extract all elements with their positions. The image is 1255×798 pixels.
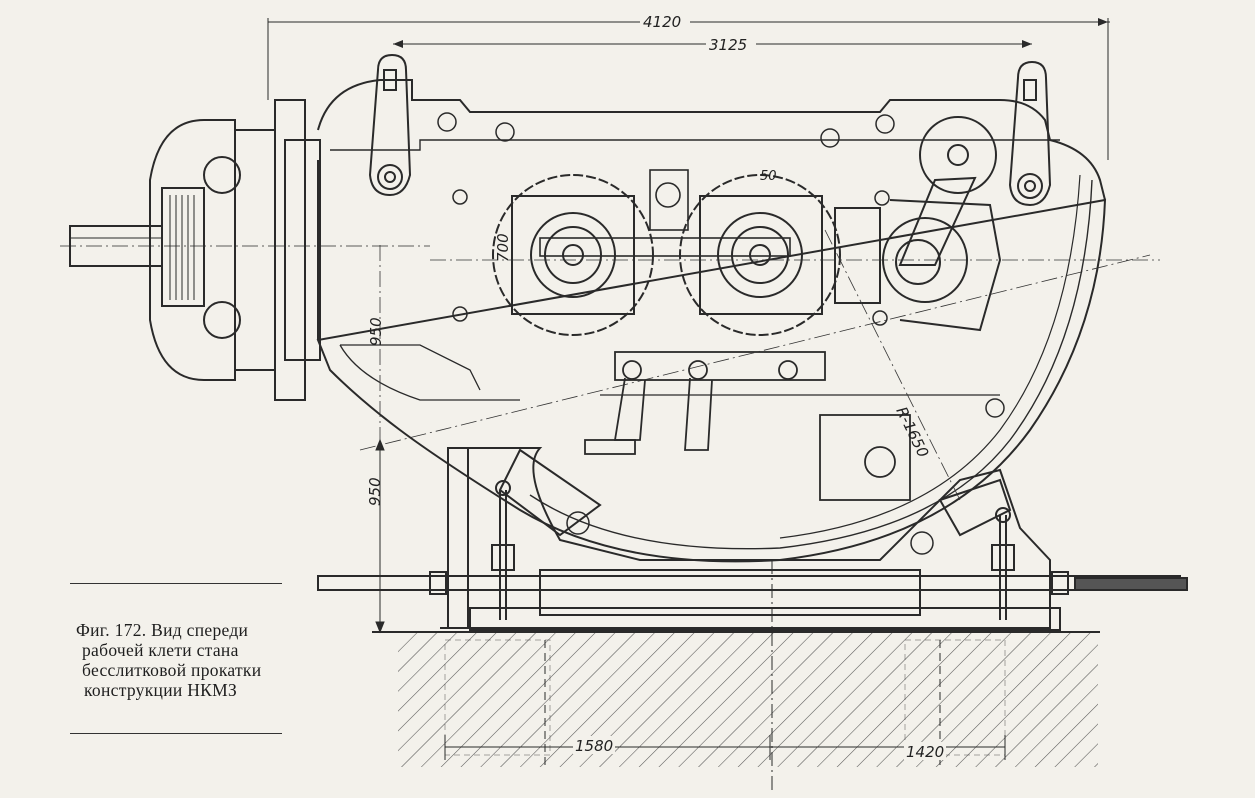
dim-3125-label: 3125: [709, 36, 747, 54]
caption-rule-bottom: [70, 733, 282, 734]
dim-50-label: 50: [760, 169, 777, 184]
roll-spindle-bar: [539, 169, 791, 257]
left-roll: [492, 174, 654, 336]
radius-label: R-1650: [892, 404, 932, 460]
dim-1420-label: 1420: [906, 743, 944, 761]
caption-line-4: конструкции НКМЗ: [84, 680, 238, 700]
dim-4120-label: 4120: [643, 13, 681, 31]
dim-950-upper-label: 950: [367, 317, 385, 346]
caption-line-3: бесслитковой прокатки: [82, 660, 262, 680]
stand-housing: [316, 79, 1107, 563]
coupling-assembly: [60, 99, 430, 401]
caption-line-1: Фиг. 172. Вид спереди: [76, 620, 249, 640]
dimension-950-lines: [375, 438, 385, 634]
base-dimensions: [444, 735, 1006, 760]
tie-rods: [317, 480, 1188, 620]
caption-line-2: рабочей клети стана: [82, 640, 239, 660]
lifting-lug-right: [1008, 60, 1052, 207]
foundation: [372, 560, 1100, 790]
dim-1580-label: 1580: [575, 737, 613, 755]
dim-700-label: 700: [494, 233, 512, 262]
figure-caption: Фиг. 172. Вид спереди рабочей клети стан…: [76, 620, 296, 700]
adjustment-mechanism: [834, 116, 1002, 332]
bolts: [437, 112, 1005, 555]
dimension-3125: [393, 34, 1032, 54]
lifting-lug-left: [368, 53, 412, 197]
lower-linkage: [584, 351, 911, 501]
dimension-4120: [267, 10, 1110, 160]
right-roll: [679, 174, 841, 336]
dim-950-lower-label: 950: [366, 477, 384, 506]
base-frame: [440, 447, 1061, 631]
caption-rule-top: [70, 583, 282, 584]
